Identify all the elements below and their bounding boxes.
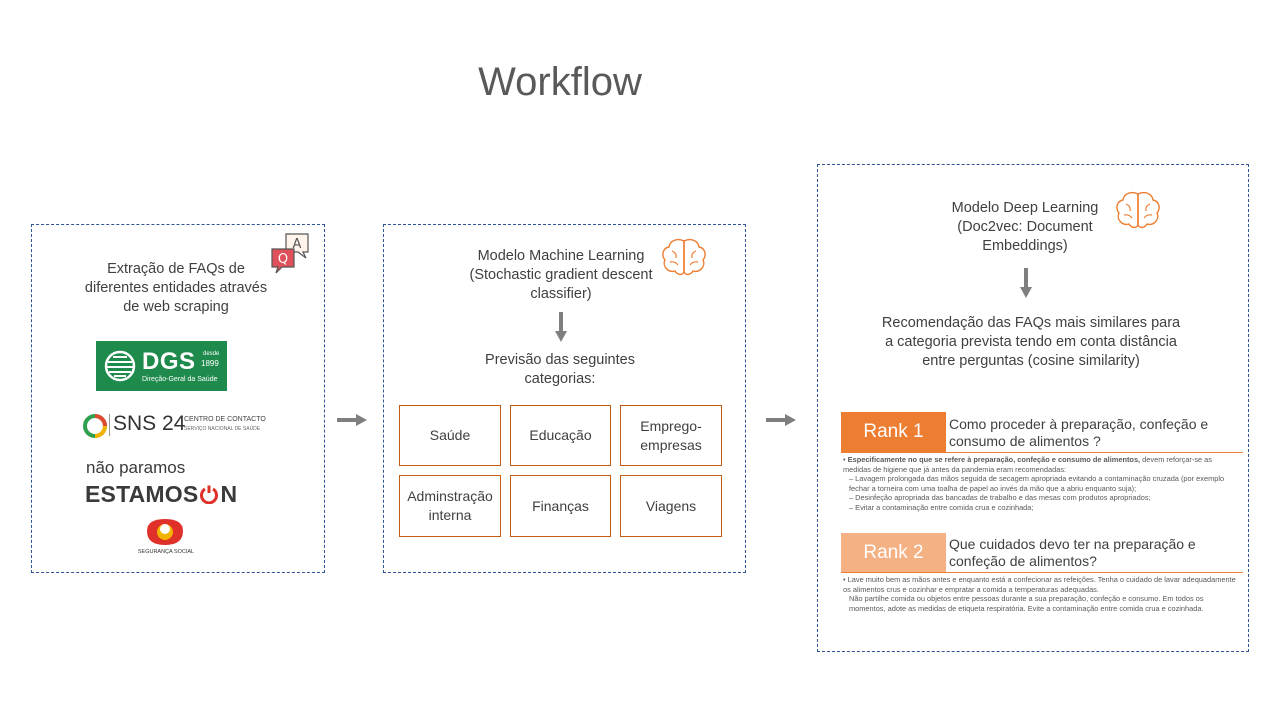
rank-2-divider (841, 572, 1243, 573)
rank-1-answer: • Especificamente no que se refere à pre… (843, 455, 1238, 513)
category-saude: Saúde (399, 405, 501, 466)
dgs-logo-sub: Direção-Geral da Saúde (142, 376, 218, 383)
seguranca-social-label: SEGURANÇA SOCIAL (137, 549, 195, 555)
rank-2-question: Que cuidados devo ter na preparação e co… (949, 536, 1196, 569)
rank-1-badge: Rank 1 (841, 412, 946, 452)
sns-logo-line2: SERVIÇO NACIONAL DE SAÚDE (184, 426, 261, 432)
sns-logo-main: SNS 24 (113, 412, 186, 435)
page-title: Workflow (478, 60, 642, 104)
dgs-logo: DGS desde 1899 Direção-Geral da Saúde (96, 341, 227, 391)
panel-web-scraping (31, 224, 325, 573)
category-administracao-interna: Adminstração interna (399, 475, 501, 537)
panel-machine-learning (383, 224, 746, 573)
prediction-text: Previsão das seguintes categorias: (485, 352, 635, 387)
brain-icon (1116, 191, 1160, 229)
seguranca-social-logo-icon (147, 519, 183, 545)
category-emprego-empresas: Emprego-empresas (620, 405, 722, 466)
power-icon (200, 485, 219, 505)
dgs-logo-since: desde (203, 351, 220, 357)
category-financas: Finanças (510, 475, 611, 537)
rank-2-answer-item: Não partilhe comida ou objetos entre pes… (849, 594, 1204, 613)
category-viagens: Viagens (620, 475, 722, 537)
brain-icon (662, 238, 706, 276)
estamos-logo-line1: não paramos (86, 458, 186, 477)
qa-bubbles-icon: A Q (271, 233, 309, 274)
estamos-logo-line2: ESTAMOS N (85, 481, 237, 508)
dgs-globe-icon (104, 350, 136, 382)
rank-1-answer-item: – Evitar a contaminação entre comida cru… (849, 502, 1034, 512)
arrow-right-icon (337, 414, 367, 426)
recommendation-text: Recomendação das FAQs mais similares par… (881, 315, 1181, 369)
arrow-right-icon (766, 414, 796, 426)
rank-2-answer-lead: Lave muito bem as mãos antes e enquanto … (843, 575, 1236, 594)
qa-icon-a: A (293, 237, 302, 252)
rank-1-answer-item: – Lavagem prolongada das mãos seguida de… (849, 474, 1225, 493)
qa-icon-q: Q (278, 252, 288, 267)
rank-1-question: Como proceder à preparação, confeção e c… (949, 416, 1209, 449)
dgs-logo-year: 1899 (201, 359, 219, 368)
dl-model-text: Modelo Deep Learning (Doc2vec: Document … (951, 200, 1099, 254)
sns-logo-icon (83, 414, 107, 438)
arrow-down-icon (1020, 268, 1032, 298)
dgs-logo-main: DGS (142, 348, 196, 375)
rank-1-answer-lead: devem reforçar-se as medidas de higiene … (843, 455, 1212, 474)
estamos-logo-n: N (220, 481, 238, 507)
rank-1-answer-bold: Especificamente no que se refere à prepa… (847, 455, 1141, 464)
sns-logo-divider (109, 414, 110, 436)
sns-logo-line1: CENTRO DE CONTACTO (184, 416, 266, 423)
rank-2-badge: Rank 2 (841, 533, 946, 572)
arrow-down-icon (555, 312, 567, 342)
rank-2-answer: • Lave muito bem as mãos antes e enquant… (843, 575, 1238, 613)
category-educacao: Educação (510, 405, 611, 466)
web-scraping-text: Extração de FAQs de diferentes entidades… (84, 261, 268, 315)
estamos-logo-word: ESTAMOS (85, 481, 199, 507)
rank-1-answer-item: – Desinfeção apropriada das bancadas de … (849, 493, 1151, 503)
rank-1-divider (841, 452, 1243, 453)
panel-deep-learning (817, 164, 1249, 652)
ml-model-text: Modelo Machine Learning (Stochastic grad… (469, 248, 653, 302)
